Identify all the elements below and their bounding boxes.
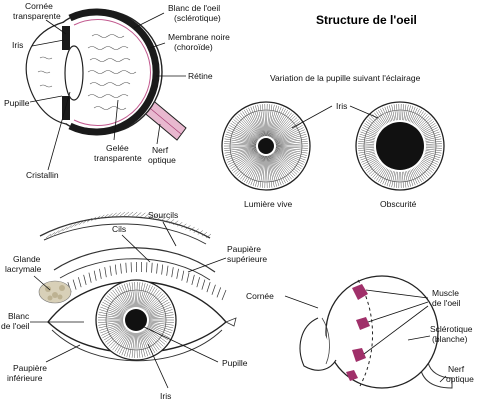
label-cornee-ball: Cornée [246, 291, 274, 301]
pupil-variation: Iris Lumière vive Obscurité [221, 101, 445, 209]
label-blanc-2: (sclérotique) [174, 13, 221, 23]
label-membrane-2: (choroïde) [174, 42, 213, 52]
label-nerf-ball-2: optique [446, 374, 474, 384]
label-nerf-ball-1: Nerf [448, 364, 465, 374]
label-sclerotique-2: (blanche) [432, 334, 468, 344]
iris-rays-dark [358, 104, 442, 188]
eyeball-side: Cornée Muscle de l'oeil Sclérotique (bla… [246, 275, 474, 389]
label-iris-variation: Iris [336, 101, 347, 111]
lens-shape [64, 45, 84, 101]
label-iris-cross: Iris [12, 40, 23, 50]
label-muscle-1: Muscle [432, 288, 459, 298]
label-paupiere-inf-2: inférieure [7, 373, 43, 383]
iris-upper [62, 26, 70, 50]
eye-cross-section: Cornée transparente Blanc de l'oeil (scl… [4, 1, 230, 180]
label-cristallin: Cristallin [26, 170, 59, 180]
label-sourcils: Sourcils [148, 210, 178, 220]
label-sclerotique-1: Sclérotique [430, 324, 473, 334]
label-paupiere-inf-1: Paupière [13, 363, 47, 373]
label-gelee-2: transparente [94, 153, 142, 163]
front-pupil [125, 309, 147, 331]
front-eye: Cils Sourcils Paupière supérieure Glande… [1, 210, 267, 401]
iris-lower [62, 96, 70, 120]
label-nerf-1: Nerf [152, 145, 169, 155]
label-muscle-2: de l'oeil [432, 298, 461, 308]
label-cils: Cils [112, 224, 126, 234]
lacrimal-gland [38, 280, 72, 304]
label-blanc-front-2: de l'oeil [1, 321, 30, 331]
eye-muscles [346, 284, 370, 381]
label-paupiere-sup-1: Paupière [227, 244, 261, 254]
label-nerf-2: optique [148, 155, 176, 165]
label-blanc-front-1: Blanc [8, 311, 30, 321]
eyeball-cornea [299, 317, 337, 371]
diagram-title: Structure de l'oeil [316, 13, 417, 27]
eyeball-sphere [325, 275, 439, 389]
vitreous-hatch [37, 34, 137, 110]
label-retine: Rétine [188, 71, 213, 81]
choroid-band [68, 8, 160, 136]
label-glande-1: Glande [13, 254, 41, 264]
eyebrow-hairs [45, 211, 212, 239]
pupil-small [258, 138, 274, 154]
label-pupille-cross: Pupille [4, 98, 30, 108]
pupil-large [376, 122, 424, 170]
retina-line [73, 19, 152, 126]
label-blanc-1: Blanc de l'oeil [168, 3, 220, 13]
iris-rays-bright [224, 104, 308, 188]
label-gelee-1: Gelée [106, 143, 129, 153]
label-paupiere-sup-2: supérieure [227, 254, 267, 264]
label-pupille-front: Pupille [222, 358, 248, 368]
pupil-variation-subtitle: Variation de la pupille suivant l'éclair… [270, 73, 421, 83]
label-glande-2: lacrymale [5, 264, 42, 274]
label-lumiere-vive: Lumière vive [244, 199, 292, 209]
label-cornee-2: transparente [13, 11, 61, 21]
label-cornee-1: Cornée [25, 1, 53, 11]
front-iris-rays [98, 282, 174, 358]
label-obscurite: Obscurité [380, 199, 417, 209]
label-iris-front: Iris [160, 391, 171, 401]
label-membrane-1: Membrane noire [168, 32, 230, 42]
eyeball-optic-nerve [419, 361, 453, 389]
